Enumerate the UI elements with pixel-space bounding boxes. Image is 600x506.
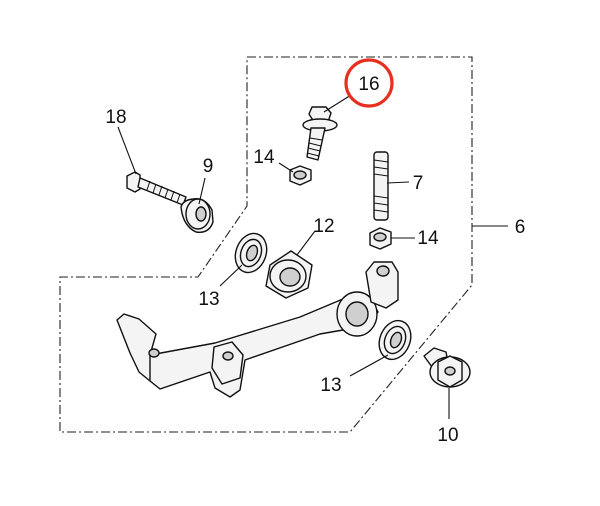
part-7-stud[interactable] bbox=[373, 151, 389, 221]
part-16-flange-bolt[interactable] bbox=[302, 106, 338, 161]
callout-7[interactable]: 7 bbox=[413, 173, 424, 194]
highlight-circle bbox=[344, 58, 394, 108]
callout-18[interactable]: 18 bbox=[105, 107, 126, 128]
part-13-bearing-lower[interactable] bbox=[374, 316, 417, 364]
leader-line-18 bbox=[117, 126, 137, 175]
callout-12[interactable]: 12 bbox=[313, 216, 334, 237]
callout-14-lower[interactable]: 14 bbox=[417, 228, 439, 249]
leader-line-16 bbox=[323, 94, 352, 113]
leader-line-12 bbox=[296, 230, 316, 256]
leader-line-9 bbox=[198, 177, 206, 205]
callout-13-upper[interactable]: 13 bbox=[198, 289, 219, 310]
part-10-flange-nut[interactable] bbox=[423, 347, 471, 388]
part-14-nut-upper[interactable] bbox=[289, 165, 312, 186]
brake-pedal-arm[interactable] bbox=[116, 261, 399, 398]
assembly-boundary-line bbox=[59, 56, 473, 433]
part-14-nut-lower[interactable] bbox=[369, 227, 392, 250]
callout-6[interactable]: 6 bbox=[515, 217, 526, 238]
callout-13-lower[interactable]: 13 bbox=[320, 375, 341, 396]
leader-line-13b bbox=[349, 354, 389, 377]
leader-line-7 bbox=[386, 181, 410, 184]
part-18-bolt[interactable] bbox=[126, 171, 187, 206]
leader-line-13a bbox=[219, 264, 243, 287]
callout-14-upper[interactable]: 14 bbox=[253, 147, 275, 168]
part-9-bushing[interactable] bbox=[180, 198, 214, 233]
callout-16[interactable]: 16 bbox=[358, 74, 379, 95]
leader-line-14a bbox=[278, 162, 294, 173]
callout-10[interactable]: 10 bbox=[437, 425, 458, 446]
part-12-needle-bearing[interactable] bbox=[265, 250, 313, 299]
part-13-bearing-upper[interactable] bbox=[230, 229, 272, 277]
callout-9[interactable]: 9 bbox=[203, 156, 214, 177]
